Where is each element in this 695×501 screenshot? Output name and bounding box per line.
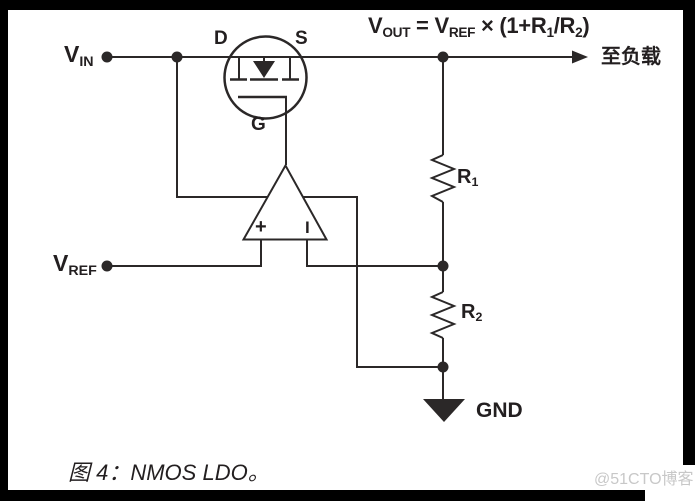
- formula-r2-sub: 2: [575, 24, 583, 40]
- nmos-body-circle: [223, 35, 308, 120]
- opamp-triangle: [241, 163, 329, 241]
- mosfet-gate-label: G: [251, 114, 266, 135]
- resistor-r2-label: R2: [461, 301, 483, 325]
- site-watermark: @51CTO博客: [594, 471, 694, 488]
- r2-label-base: R: [461, 301, 476, 323]
- r1-label-sub: 1: [471, 175, 479, 190]
- nmos-body-arrow: [253, 61, 275, 78]
- ground-node-dot: [437, 361, 449, 373]
- wires-group: [107, 56, 573, 399]
- vref-label-base: V: [53, 250, 69, 276]
- formula-divide: /R: [553, 13, 576, 38]
- vin-label-base: V: [64, 41, 80, 67]
- mosfet-drain-label: D: [214, 28, 228, 49]
- formula-vout-sub: OUT: [382, 24, 411, 40]
- vin-label: VIN: [64, 41, 94, 70]
- resistor-r2-zigzag: [429, 291, 457, 339]
- to-load-label: 至负载: [601, 46, 661, 68]
- resistor-r1-label: R1: [457, 166, 479, 190]
- resistors-group: [429, 154, 457, 339]
- vref-label-sub: REF: [68, 262, 97, 279]
- ground-symbol-icon: [423, 399, 465, 422]
- opamp-noninverting-label: +: [255, 216, 267, 238]
- wire-vin-to-amp-left: [176, 57, 268, 198]
- formula-vout: V: [368, 13, 383, 38]
- output-node-dot: [437, 51, 449, 63]
- ground-label: GND: [476, 399, 523, 422]
- resistor-r1-zigzag: [429, 154, 457, 203]
- wire-feedback-to-minus-input: [306, 239, 443, 267]
- vin-label-sub: IN: [79, 53, 94, 70]
- output-arrowhead-icon: [572, 50, 588, 64]
- figure-caption: 图 4：NMOS LDO。: [68, 460, 270, 485]
- vout-formula: VOUT = VREF × (1+R1/R2): [368, 13, 590, 40]
- vin-junction-dot: [171, 51, 183, 63]
- formula-vref-sub: REF: [448, 24, 476, 40]
- frame-border-bottom: [0, 490, 645, 501]
- vin-terminal-dot: [101, 51, 113, 63]
- formula-close-paren: ): [582, 13, 590, 38]
- mosfet-source-label: S: [295, 28, 308, 49]
- formula-times-open: × (1+R: [475, 13, 547, 38]
- feedback-node-dot: [437, 260, 449, 272]
- nmos-symbol: [223, 35, 308, 120]
- frame-border-left: [0, 0, 8, 501]
- formula-r1-sub: 1: [546, 24, 554, 40]
- frame-border-top: [0, 0, 695, 10]
- formula-equals: =: [410, 13, 435, 38]
- r1-label-base: R: [457, 166, 472, 188]
- vref-label: VREF: [53, 250, 97, 279]
- wire-vref-to-plus-input: [107, 239, 262, 267]
- vref-terminal-dot: [101, 260, 113, 272]
- formula-vref: V: [434, 13, 449, 38]
- opamp-inverting-label: I: [305, 218, 310, 237]
- r2-label-sub: 2: [475, 310, 483, 325]
- node-dots-group: [101, 51, 449, 373]
- wire-amp-right-to-gnd: [303, 196, 443, 368]
- frame-border-right: [683, 0, 695, 465]
